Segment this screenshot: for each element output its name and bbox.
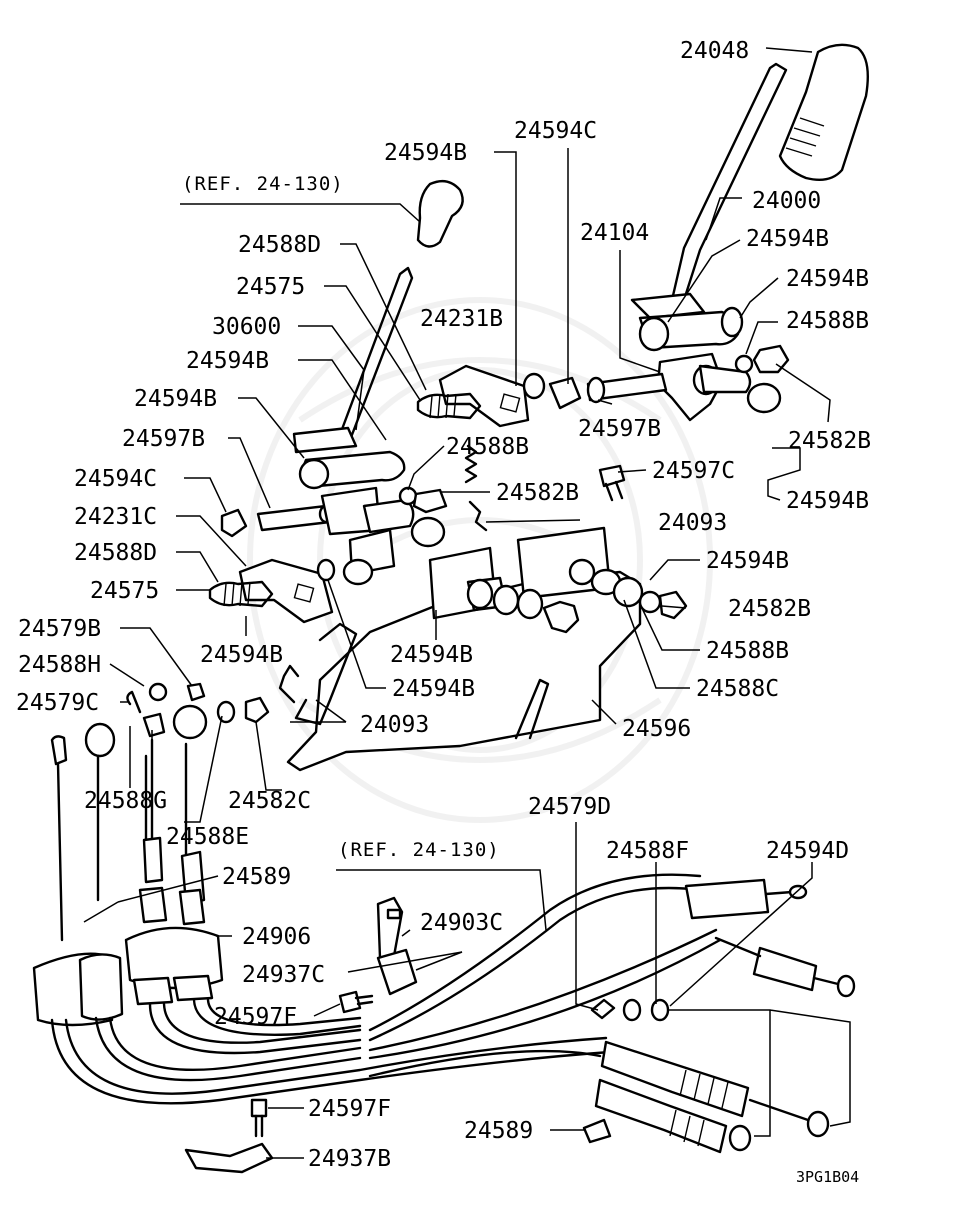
label-24000: 24000 bbox=[752, 188, 821, 214]
label-24589-top: 24589 bbox=[222, 864, 291, 890]
label-24594C-top: 24594C bbox=[514, 118, 597, 144]
shift-lever-24000 bbox=[630, 62, 788, 352]
label-24937C: 24937C bbox=[242, 962, 325, 988]
bolt-24597C bbox=[598, 464, 626, 502]
label-24903C: 24903C bbox=[420, 910, 503, 936]
diagram-code: 3PG1B04 bbox=[796, 1168, 859, 1186]
label-24597F-top: 24597F bbox=[214, 1004, 297, 1030]
label-24588C: 24588C bbox=[696, 676, 779, 702]
label-24093-top: 24093 bbox=[658, 510, 727, 536]
housing-24596 bbox=[278, 526, 688, 772]
label-24594B-r2: 24594B bbox=[786, 266, 869, 292]
label-24582B-r: 24582B bbox=[788, 428, 871, 454]
small-parts-left bbox=[84, 682, 270, 758]
label-24594B-l3: 24594B bbox=[200, 642, 283, 668]
shift-knob-ref bbox=[416, 179, 464, 248]
bolt-24597F-low bbox=[250, 1098, 268, 1138]
label-24597B-l: 24597B bbox=[122, 426, 205, 452]
reference-note-bottom: (REF. 24-130) bbox=[338, 839, 500, 861]
label-24093-mid: 24093 bbox=[360, 712, 429, 738]
label-24594B-m2: 24594B bbox=[392, 676, 475, 702]
label-24594B-r3: 24594B bbox=[786, 488, 869, 514]
bracket-24937B bbox=[184, 1142, 274, 1174]
label-24582C: 24582C bbox=[228, 788, 311, 814]
small-parts-right bbox=[582, 998, 670, 1144]
bracket-24231C bbox=[208, 558, 336, 624]
label-24594B-top: 24594B bbox=[384, 140, 467, 166]
left-linkage bbox=[220, 444, 488, 548]
label-24589-low: 24589 bbox=[464, 1118, 533, 1144]
label-24579B: 24579B bbox=[18, 616, 101, 642]
label-24575-l: 24575 bbox=[90, 578, 159, 604]
label-24597F-low: 24597F bbox=[308, 1096, 391, 1122]
shift-cables bbox=[50, 873, 856, 1154]
label-24594B-r4: 24594B bbox=[706, 548, 789, 574]
label-24937B: 24937B bbox=[308, 1146, 391, 1172]
label-24596: 24596 bbox=[622, 716, 691, 742]
bracket-24903C bbox=[376, 896, 418, 996]
label-24594B-r1: 24594B bbox=[746, 226, 829, 252]
label-24588G: 24588G bbox=[84, 788, 167, 814]
label-24231C: 24231C bbox=[74, 504, 157, 530]
label-24597B-r: 24597B bbox=[578, 416, 661, 442]
grommet-24906 bbox=[32, 926, 224, 1027]
label-24588B-mid: 24588B bbox=[446, 434, 529, 460]
pivot-24104 bbox=[522, 344, 790, 422]
label-24579C: 24579C bbox=[16, 690, 99, 716]
label-24588H: 24588H bbox=[18, 652, 101, 678]
part-labels: 24048 24594C 24594B 24000 24104 24594B 2… bbox=[16, 38, 871, 1186]
leader-lines bbox=[83, 47, 851, 1159]
label-24594B-m: 24594B bbox=[390, 642, 473, 668]
label-24231B: 24231B bbox=[420, 306, 503, 332]
label-24588B-low: 24588B bbox=[706, 638, 789, 664]
label-24048: 24048 bbox=[680, 38, 749, 64]
label-24104: 24104 bbox=[580, 220, 649, 246]
label-24594B-l2: 24594B bbox=[134, 386, 217, 412]
reference-note-top: (REF. 24-130) bbox=[182, 173, 344, 195]
label-24597C: 24597C bbox=[652, 458, 735, 484]
label-24588F: 24588F bbox=[606, 838, 689, 864]
label-30600: 30600 bbox=[212, 314, 281, 340]
shift-knob-24048 bbox=[778, 43, 869, 181]
label-24588B-r: 24588B bbox=[786, 308, 869, 334]
label-24575-top: 24575 bbox=[236, 274, 305, 300]
label-24594C-l: 24594C bbox=[74, 466, 157, 492]
label-24588E: 24588E bbox=[166, 824, 249, 850]
label-24588D-top: 24588D bbox=[238, 232, 321, 258]
label-24582B-mid: 24582B bbox=[496, 480, 579, 506]
cable-ends-left bbox=[50, 735, 206, 942]
bracket-24231B bbox=[416, 364, 530, 428]
label-24906: 24906 bbox=[242, 924, 311, 950]
label-24594B-l1: 24594B bbox=[186, 348, 269, 374]
label-24579D: 24579D bbox=[528, 794, 611, 820]
bolt-24597F-top bbox=[338, 990, 374, 1014]
shift-lever-30600 bbox=[292, 266, 414, 490]
label-24582B-low: 24582B bbox=[728, 596, 811, 622]
label-24588D-l: 24588D bbox=[74, 540, 157, 566]
label-24594D: 24594D bbox=[766, 838, 849, 864]
